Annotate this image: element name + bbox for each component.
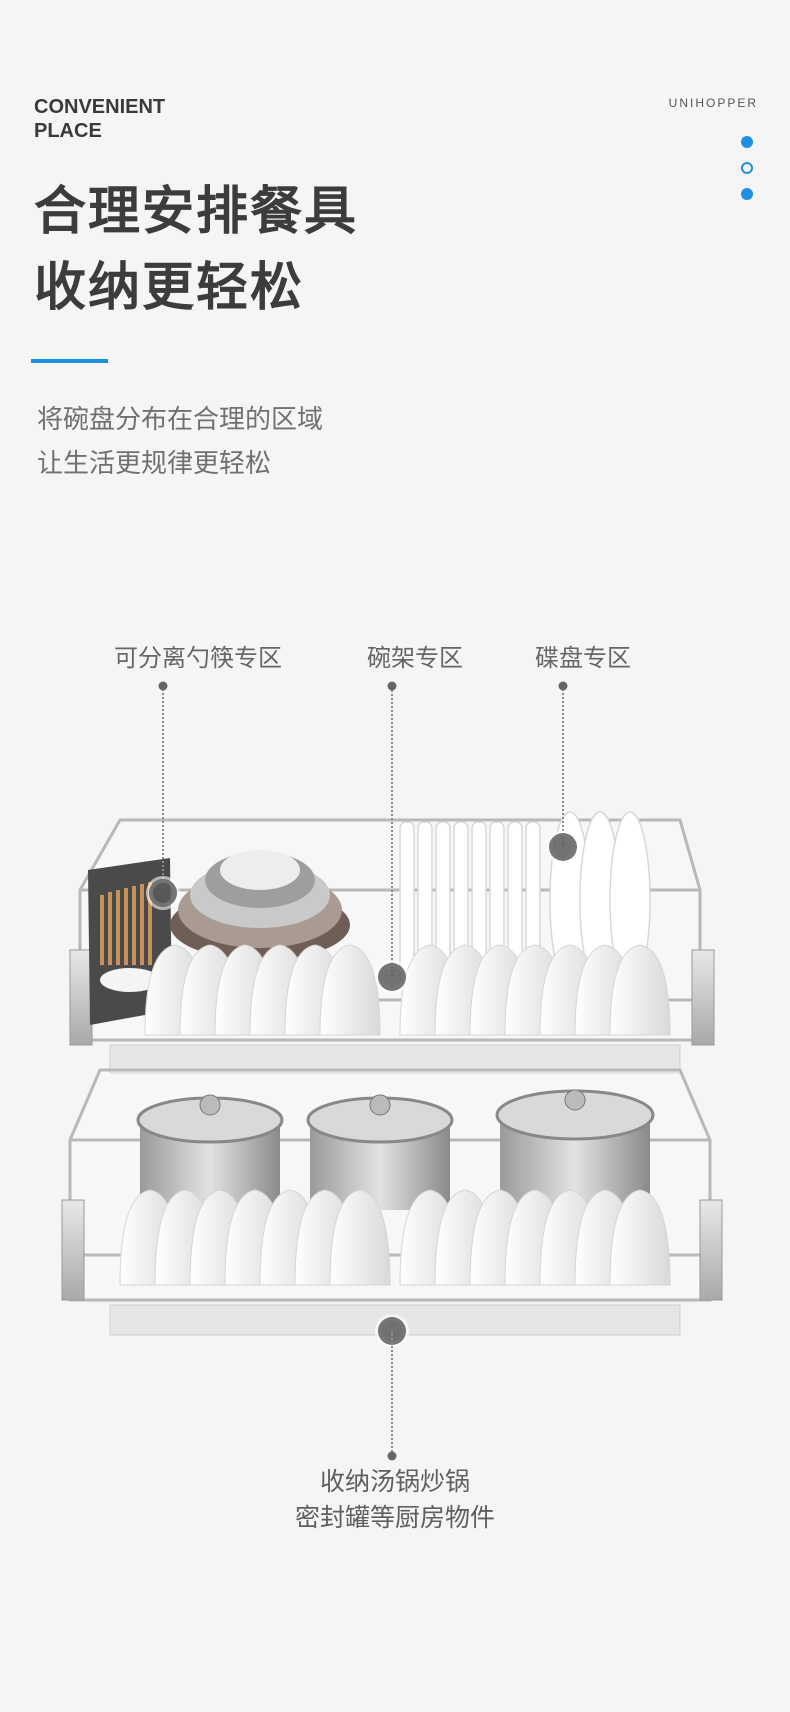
lower-left-bracket [61,1199,85,1301]
leader-line-utensil [162,686,164,891]
pagination-dot-1 [741,136,753,148]
leader-dot-lower [387,1451,397,1461]
zone-label-plate: 碟盘专区 [535,644,631,672]
zone-label-bowl: 碗架专区 [367,644,463,672]
leader-dot-plate [558,681,568,691]
leader-line-bowl [391,686,393,976]
marker-bowl [378,963,406,991]
page-title: 合理安排餐具 收纳更轻松 [34,174,358,326]
marker-utensil [149,879,177,907]
bottom-caption: 收纳汤锅炒锅 密封罐等厨房物件 [295,1464,495,1536]
pagination-dot-3 [741,188,753,200]
eyebrow-line-2: PLACE [34,120,102,142]
eyebrow-line-1: CONVENIENT [34,96,166,118]
title-line-1: 合理安排餐具 [34,182,359,242]
leader-line-lower [391,1331,393,1456]
stacked-bowls [170,850,350,960]
bottom-caption-line-1: 收纳汤锅炒锅 [319,1467,471,1496]
leader-line-plate [562,686,564,846]
upper-right-bracket [691,949,715,1046]
upper-drip-tray [109,1044,681,1074]
bottom-caption-line-2: 密封罐等厨房物件 [294,1503,496,1532]
pagination-dots [741,136,753,214]
subtitle: 将碗盘分布在合理的区域 让生活更规律更轻松 [37,398,323,486]
eyebrow: CONVENIENT PLACE [34,95,165,143]
lower-bowls [119,1189,671,1286]
leader-dot-bowl [387,681,397,691]
leader-dot-utensil [158,681,168,691]
subtitle-line-2: 让生活更规律更轻松 [37,449,272,479]
lower-right-bracket [699,1199,723,1301]
accent-bar [31,359,108,363]
pagination-dot-2 [741,162,753,174]
upper-bowls [144,944,671,1036]
brand-name: UNIHOPPER [668,96,758,110]
dish-rack-illustration [61,811,723,1336]
zone-label-utensil: 可分离勺筷专区 [114,644,282,672]
upper-left-bracket [69,949,93,1046]
title-line-2: 收纳更轻松 [34,258,305,318]
marker-plate [549,833,577,861]
subtitle-line-1: 将碗盘分布在合理的区域 [37,405,324,435]
